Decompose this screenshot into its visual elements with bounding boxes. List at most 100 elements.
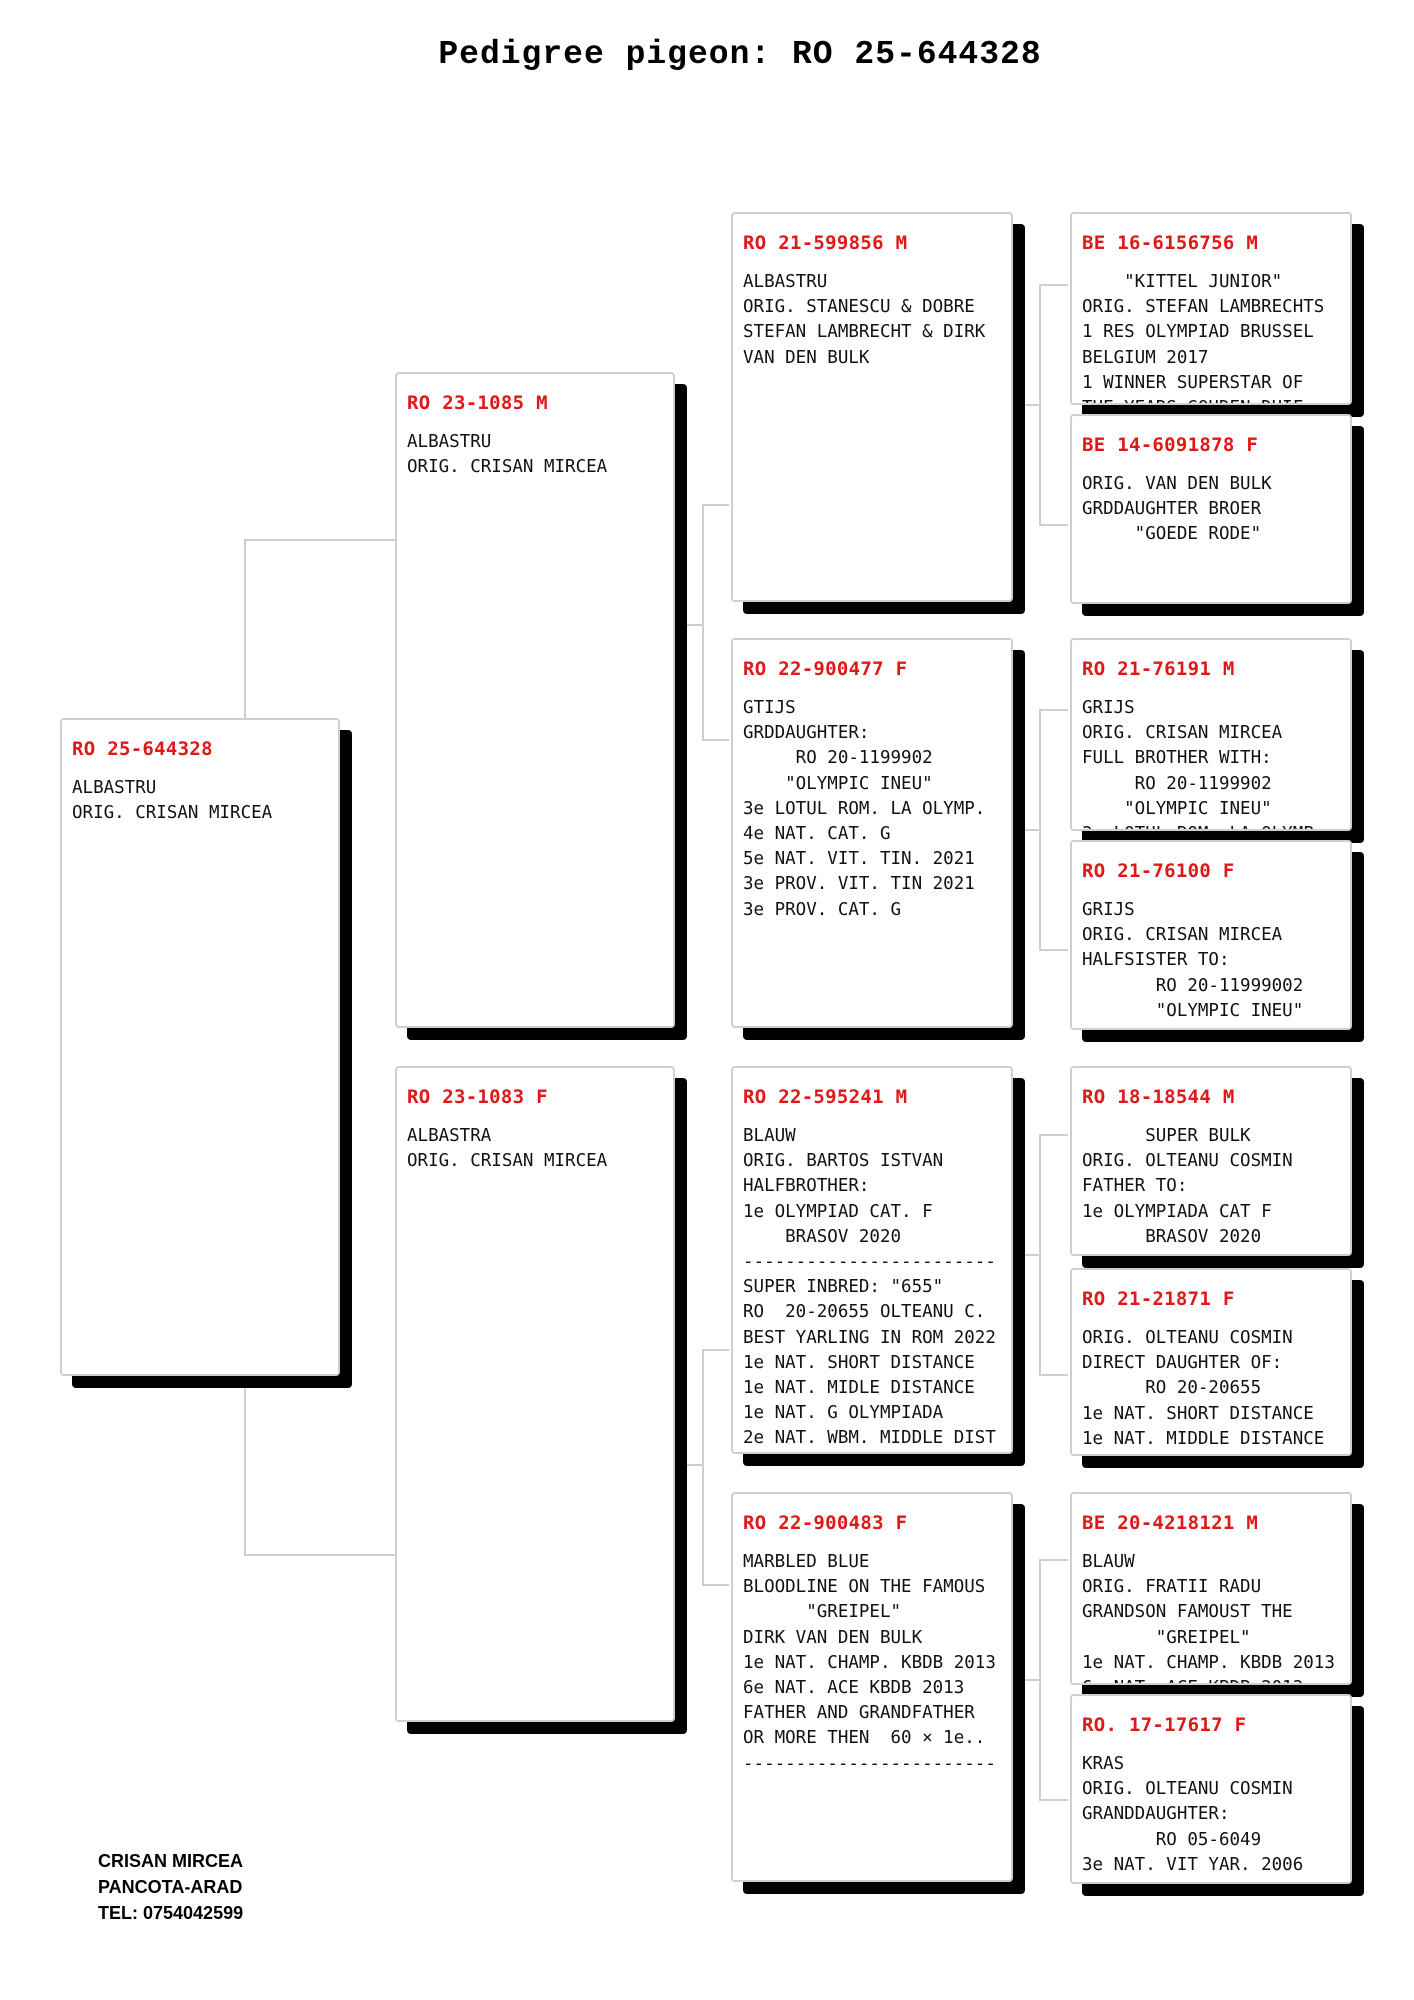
ring-number: RO 18-18544 M [1082,1086,1235,1108]
owner-phone: TEL: 0754042599 [98,1903,244,1923]
pigeon-note-line: ORIG. STANESCU & DOBRE [743,297,975,318]
pigeon-note-line: ALBASTRA [407,1126,492,1146]
pigeon-note-line: ORIG. CRISAN MIRCEA [1082,723,1283,744]
pigeon-note-line: SUPER INBRED: "655" [743,1277,944,1298]
pigeon-note-line: RO 20-20655 OLTEANU C. [743,1302,986,1323]
pigeon-notes: ALBASTRU ORIG. CRISAN MIRCEA [407,430,673,480]
pigeon-note-line: 1 WINNER SUPERSTAR OF [1082,372,1304,393]
pigeon-note-line: 2e NAT. WBM. MIDDLE DIST [743,1428,996,1449]
pigeon-note-line: MARBLED BLUE [743,1552,870,1572]
pigeon-notes: BLAUW ORIG. FRATII RADU GRANDSON FAMOUST T… [1082,1550,1350,1683]
ring-number: RO 21-76191 M [1082,658,1235,680]
pigeon-note-line: 1e NAT. SHORT DISTANCE [743,1352,975,1373]
pigeon-note-line: 1e NAT. SHORT DISTANCE [1082,1403,1314,1424]
pigeon-note-line: 3e NAT. ALL ROUND 2021 [743,1452,1011,1453]
pigeon-note-line: 4e NAT. CAT. G [743,824,891,845]
pigeon-note-line: GRANDSON FAMOUST THE [1082,1602,1293,1623]
pigeon-note-line: 3e NAT. VIT YAR. 2006 [1082,1854,1304,1875]
pigeon-note-line: BRASOV 2020 [1082,1226,1262,1247]
pigeon-note-line: ------------------------ [743,1252,996,1273]
ring-number: RO 22-595241 M [743,1086,908,1108]
pigeon-note-line: 1e NAT. CHAMP. KBDB 2013 [743,1652,996,1673]
pigeon-note-line: 1e NAT. CHAMP. KBDB 2013 [1082,1652,1335,1673]
pigeon-note-line: GRANDDAUGHTER: [1082,1804,1230,1825]
pigeon-note-line: BLAUW [1082,1552,1135,1572]
ring-number: RO 21-76100 F [1082,860,1235,882]
pigeon-note-line: "OLYMPIC INEU" [743,773,933,794]
pigeon-card-ggp7[interactable]: BE 20-4218121 M BLAUW ORIG. FRATII RADU GR… [1070,1492,1352,1685]
owner-contact: CRISAN MIRCEA PANCOTA-ARAD TEL: 07540425… [98,1848,243,1926]
pigeon-note-line: BLOODLINE ON THE FAMOUS [743,1577,986,1598]
pigeon-note-line: ALBASTRU [407,432,492,452]
pigeon-note-line: ------------------------ [743,1753,996,1774]
pigeon-note-line: BRASOV 2020 [743,1226,902,1247]
pigeon-note-line: ORIG. BARTOS ISTVAN [743,1151,944,1172]
pigeon-note-line: DIRK VAN DEN BULK [743,1627,923,1648]
pigeon-note-line: BELGIUM 2017 [1082,347,1209,368]
pigeon-note-line: BEST YARLING IN ROM 2022 [743,1327,996,1348]
pigeon-note-line: BLAUW [743,1126,796,1146]
pigeon-note-line: 1e NAT. G OLYMPIADA [1082,1452,1350,1454]
pigeon-note-line: ORIG. CRISAN MIRCEA [407,457,608,478]
pigeon-note-line: VAN DEN BULK [743,347,870,368]
pigeon-notes: MARBLED BLUE BLOODLINE ON THE FAMOUS "GRE… [743,1550,1011,1777]
pigeon-card-sire[interactable]: RO 23-1085 M ALBASTRU ORIG. CRISAN MIRCEA [395,372,675,1028]
pigeon-note-line: 3e LOTUL ROM. LA OLYMP. [1082,822,1350,829]
ring-number: RO 22-900477 F [743,658,908,680]
ring-number: BE 16-6156756 M [1082,232,1259,254]
pigeon-note-line: 1e OLYMPIADA CAT F [1082,1201,1272,1222]
pigeon-note-line: ORIG. CRISAN MIRCEA [1082,925,1283,946]
pigeon-note-line: GRDDAUGHTER: [743,723,870,744]
page-title: Pedigree pigeon: RO 25-644328 [438,36,1042,73]
pigeon-note-line: "KITTEL JUNIOR" [1082,272,1283,292]
pigeon-note-line: RO 20-11999002 [1082,975,1304,996]
pigeon-note-line: ORIG. FRATII RADU [1082,1577,1262,1598]
pigeon-note-line: 3e PROV. CAT. G [743,899,902,920]
ring-number: RO 23-1085 M [407,392,548,414]
pigeon-note-line: ORIG. VAN DEN BULK [1082,474,1272,494]
ring-number: BE 14-6091878 F [1082,434,1259,456]
ring-number: RO 23-1083 F [407,1086,548,1108]
pigeon-note-line: ORIG. OLTEANU COSMIN [1082,1151,1293,1172]
pigeon-note-line: "GREIPEL" [743,1602,902,1623]
pigeon-note-line: 1 RES OLYMPIAD BRUSSEL [1082,322,1314,343]
pigeon-note-line: ORIG. STEFAN LAMBRECHTS [1082,297,1325,318]
pigeon-note-line: 3e LOTUL ROM. LA OLYMP. [1082,1024,1350,1028]
pigeon-note-line: RO 20-1199902 [743,748,933,769]
pigeon-note-line: 3e LOTUL ROM. LA OLYMP. [743,798,986,819]
ring-number: BE 20-4218121 M [1082,1512,1259,1534]
pigeon-note-line: ORIG. OLTEANU COSMIN [1082,1779,1293,1800]
ring-number: RO 21-21871 F [1082,1288,1235,1310]
pigeon-card-ggp1[interactable]: BE 16-6156756 M "KITTEL JUNIOR" ORIG. STE… [1070,212,1352,405]
pigeon-note-line: HALFSISTER TO: [1082,950,1230,971]
pigeon-note-line: 6e NAT. ACE KBDB 2013 [1082,1676,1350,1683]
pigeon-note-line: GRIJS [1082,698,1135,718]
pigeon-note-line: "OLYMPIC INEU" [1082,1000,1304,1021]
pigeon-note-line: FATHER TO: [1082,1176,1188,1197]
pigeon-note-line: "GOEDE RODE" [1082,524,1262,545]
pigeon-note-line: 1e NAT. MIDLE DISTANCE [743,1378,975,1399]
pigeon-note-line: KRAS [1082,1754,1125,1774]
